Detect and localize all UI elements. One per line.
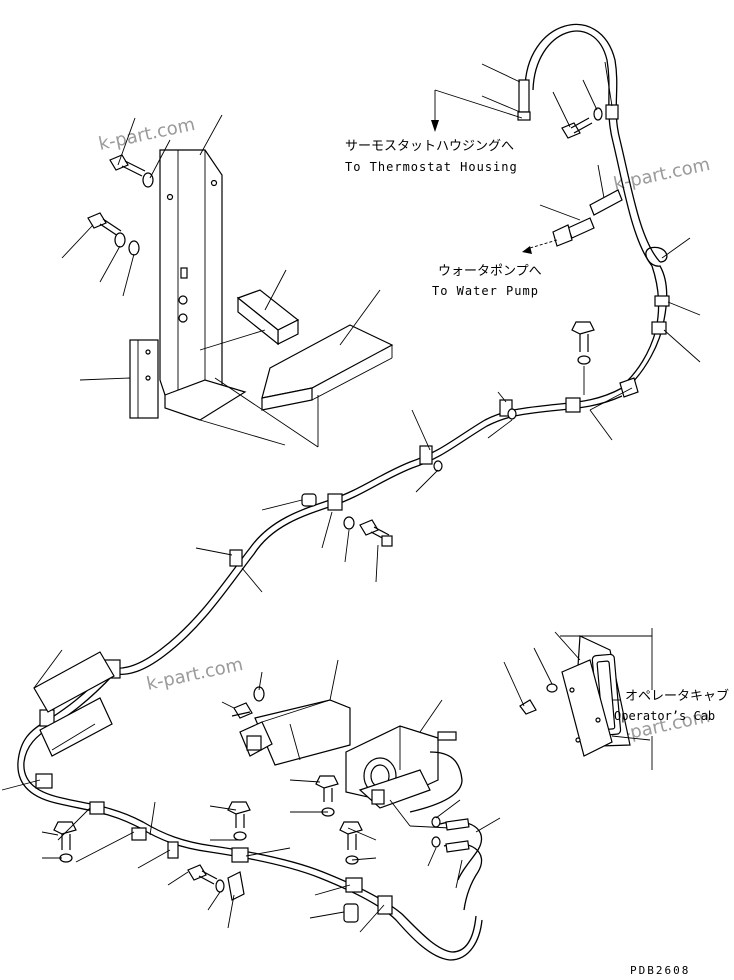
bracket-bolts: [87, 154, 154, 256]
mid-right-fasteners: [571, 321, 595, 395]
hose-upper-fittings: [552, 107, 623, 247]
drawing-code: PDB2608: [630, 964, 690, 977]
watermark-2: k-part.com: [612, 154, 712, 195]
lower-left-hose: [17, 659, 483, 961]
lower-right-hose: [619, 246, 670, 398]
leaders-lower-left: [1, 649, 385, 933]
leaders-top-left: [61, 114, 381, 448]
label-cab-en: Operator’s Cab: [614, 709, 715, 723]
label-thermostat-en: To Thermostat Housing: [345, 160, 518, 174]
label-water-pump-jp: ウォータポンプへ: [438, 264, 542, 279]
thermostat-hose: [517, 23, 661, 267]
insulation-pads: [236, 289, 394, 411]
label-thermostat-jp: サーモスタットハウジングへ: [345, 139, 514, 154]
watermark-1: k-part.com: [97, 114, 197, 155]
cab-panel: [503, 628, 653, 770]
leaders-upper-right: [431, 61, 701, 441]
leaders-middle: [195, 391, 513, 593]
hose-pair-right: [427, 799, 501, 911]
label-water-pump-en: To Water Pump: [432, 284, 539, 298]
label-cab-jp: オペレータキャブ: [625, 688, 729, 704]
air-duct: [221, 659, 351, 766]
watermark-3: k-part.com: [145, 654, 245, 695]
main-hose: [109, 387, 623, 676]
heater-unit: [345, 699, 463, 829]
middle-fasteners: [301, 408, 517, 547]
bracket-plate: [129, 149, 247, 421]
lower-left-fasteners: [53, 775, 363, 923]
lower-clamp-tags: [33, 651, 115, 757]
